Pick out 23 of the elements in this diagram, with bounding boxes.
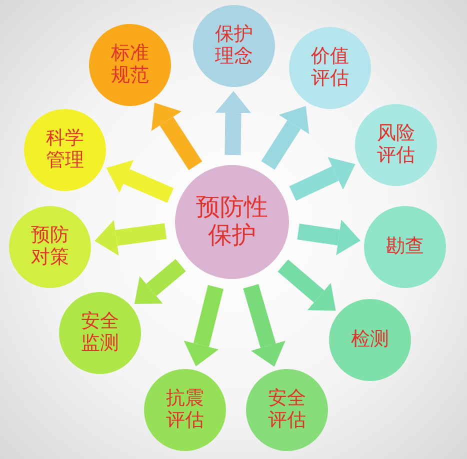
block-arrow (94, 220, 167, 256)
block-arrow (278, 259, 336, 311)
circle-label: 勘查 (384, 236, 425, 258)
circle-label: 检测 (350, 329, 390, 351)
block-arrow (134, 259, 186, 304)
block-arrow (151, 102, 202, 170)
circle-label: 科学管理 (44, 128, 85, 172)
circle-label: 标准规范 (110, 43, 150, 87)
circle-label: 抗震评估 (164, 388, 205, 432)
circle-label: 风险评估 (376, 123, 416, 167)
circle-label: 保护理念 (214, 24, 254, 68)
block-arrow (106, 160, 174, 203)
circle-label: 安全评估 (266, 388, 307, 432)
block-arrow (215, 91, 252, 156)
block-arrow (297, 220, 360, 256)
block-arrow (184, 285, 224, 366)
block-arrow (289, 157, 356, 201)
block-arrow (261, 106, 310, 170)
circle-label: 预防性保护 (194, 194, 269, 250)
block-arrow (243, 284, 286, 367)
circle-label: 预防对策 (30, 225, 70, 269)
circle-label: 安全监测 (80, 311, 120, 355)
circle-label: 价值评估 (310, 46, 350, 90)
